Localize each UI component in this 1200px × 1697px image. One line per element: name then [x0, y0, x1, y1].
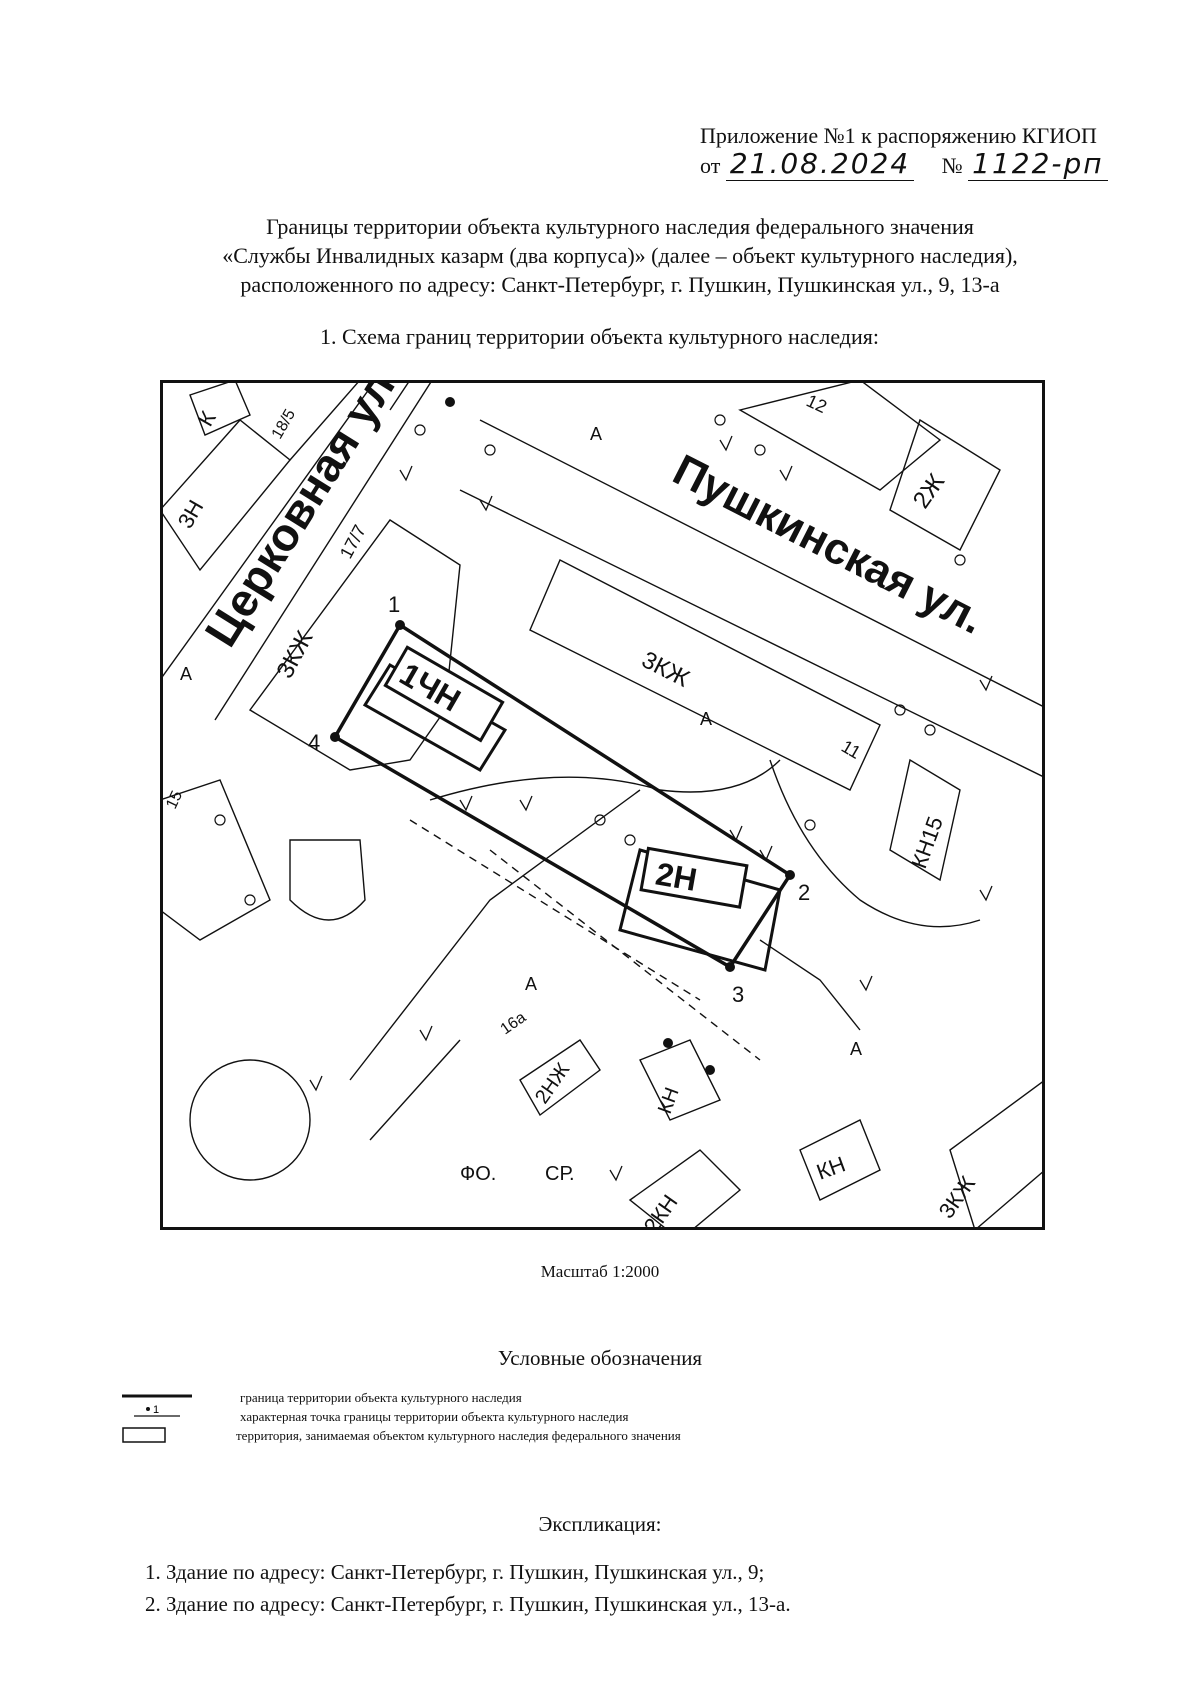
- building-label-2n: 2Н: [653, 855, 700, 898]
- building-kn-a: [639, 1039, 721, 1121]
- boundary-point-4: [330, 732, 340, 742]
- label-kn-b: КН: [813, 1151, 849, 1184]
- section-heading: 1. Схема границ территории объекта культ…: [320, 324, 880, 349]
- number-prefix: №: [941, 153, 963, 178]
- street-label-pushkin: Пушкинская ул.: [665, 445, 991, 644]
- building-3n: [160, 419, 291, 572]
- appendix-date-line: от 21.08.2024 № 1122-рп: [700, 147, 1160, 181]
- label-2zh: 2Ж: [908, 469, 950, 514]
- label-3n: 3Н: [173, 496, 209, 533]
- legend-item-territory: территория, занимаемая объектом культурн…: [236, 1428, 681, 1443]
- boundary-map: 1 2 3 4 Церковная ул. Пушкинская ул. 1ЧН…: [160, 380, 1045, 1230]
- label-12: 12: [803, 390, 830, 417]
- date-prefix: от: [700, 153, 721, 178]
- church-street-edge: [214, 380, 434, 721]
- label-a: А: [850, 1039, 862, 1059]
- label-k: К: [193, 407, 221, 431]
- label-a: А: [700, 709, 712, 729]
- street-label-church: Церковная ул.: [194, 380, 411, 655]
- title-line-1: Границы территории объекта культурного н…: [266, 214, 974, 239]
- pushkin-street-edge: [479, 419, 1045, 709]
- label-kn15: КН15: [906, 813, 948, 872]
- appendix-header: Приложение №1 к распоряжению КГИОП от 21…: [700, 122, 1160, 181]
- explication-item-1: 1. Здание по адресу: Санкт-Петербург, г.…: [145, 1560, 765, 1584]
- boundary-point-2: [785, 870, 795, 880]
- label-18-5: 18/5: [269, 406, 299, 442]
- label-11: 11: [838, 736, 864, 763]
- point-label-3: 3: [732, 982, 744, 1007]
- handwritten-date: 21.08.2024: [725, 147, 915, 181]
- map-frame: [160, 380, 1045, 1230]
- label-3kzh-left: 3КЖ: [271, 626, 318, 682]
- label-a: А: [180, 664, 192, 684]
- vegetation-marks: [309, 435, 993, 1182]
- shield-object: [289, 839, 366, 921]
- point-label-4: 4: [308, 730, 320, 755]
- building-k: [189, 380, 251, 436]
- handwritten-number: 1122-рп: [968, 147, 1108, 181]
- building-3kzh-br: [949, 1079, 1045, 1230]
- label-kn-a: КН: [654, 1085, 684, 1117]
- label-15: 15: [163, 788, 186, 811]
- point-label-1: 1: [388, 592, 400, 617]
- church-street-edge: [160, 380, 377, 681]
- building-kn15: [889, 758, 961, 882]
- round-object: [189, 1059, 311, 1181]
- legend-item-boundary: граница территории объекта культурного н…: [240, 1390, 522, 1405]
- document-title: Границы территории объекта культурного н…: [130, 212, 1110, 299]
- point-label-2: 2: [798, 880, 810, 905]
- title-line-3: расположенного по адресу: Санкт-Петербур…: [240, 272, 1000, 297]
- label-a: А: [590, 424, 602, 444]
- label-a: А: [525, 974, 537, 994]
- pushkin-street-edge: [459, 489, 1045, 779]
- legend-title: Условные обозначения: [497, 1346, 703, 1370]
- building-3kzh-mid: [529, 559, 881, 791]
- label-2nzh: 2НЖ: [531, 1059, 575, 1108]
- boundary-points: [330, 397, 795, 1075]
- building-kn-b: [799, 1119, 881, 1201]
- legend-item-point: характерная точка границы территории объ…: [240, 1409, 629, 1424]
- boundary-point-1: [395, 620, 405, 630]
- map-scale: Масштаб 1:2000: [540, 1262, 660, 1281]
- explication-title: Экспликация:: [538, 1512, 662, 1536]
- building-left-bottom: [160, 779, 271, 941]
- boundary-point-3: [725, 962, 735, 972]
- appendix-title: Приложение №1 к распоряжению КГИОП: [700, 123, 1097, 148]
- explication-item-2: 2. Здание по адресу: Санкт-Петербург, г.…: [145, 1592, 791, 1616]
- building-top-right: [738, 380, 942, 491]
- legend-point: [146, 1407, 150, 1411]
- title-line-2: «Службы Инвалидных казарм (два корпуса)»…: [222, 243, 1018, 268]
- label-sr: СР.: [545, 1163, 575, 1185]
- label-3kzh-br: 3КЖ: [934, 1171, 981, 1223]
- legend-point-number: 1: [153, 1404, 159, 1416]
- label-16a: 16а: [498, 1009, 530, 1038]
- building-2zh: [889, 418, 1001, 551]
- building-2kn: [628, 1149, 742, 1230]
- label-fo: ФО.: [460, 1163, 496, 1185]
- legend-territory-box: [122, 1427, 166, 1443]
- label-3kzh-mid: 3КЖ: [637, 646, 693, 693]
- label-17-7: 17/7: [336, 522, 370, 562]
- legend-symbols: 1: [122, 1394, 192, 1443]
- label-2kn: 2КН: [639, 1190, 683, 1230]
- building-16a: [519, 1039, 601, 1117]
